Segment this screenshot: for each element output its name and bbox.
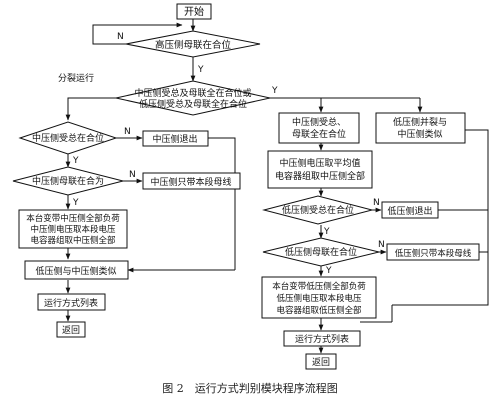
process-mv-full-load: 本台变带中压侧全部负荷 中压侧电压取本段电压 电容器组取中压侧全部: [18, 209, 128, 249]
end-terminal-left: 返回: [56, 321, 86, 338]
start-label: 开始: [184, 5, 204, 18]
decision-mv-bus-tie: 中压侧母联在合为: [12, 166, 124, 196]
run-mode-table-right-label: 运行方式列表: [295, 333, 349, 345]
connector-lines: [65, 19, 489, 354]
process-mv-both-closed: 中压侧受总、 母联全在合位: [278, 112, 360, 144]
mv-both-closed-line1: 中压侧受总、: [292, 116, 346, 128]
decision-mid-low-closed: 中压侧受总及母联全在合位或 低压侧受总及母联全在合位: [115, 80, 271, 116]
process-lv-full-load: 本台变带低压侧全部负荷 低压侧电压取本段电压 电容器组取低压侧全部: [261, 276, 377, 319]
process-lv-local-bus-label: 低压侧只带本段母线: [395, 248, 472, 259]
decision-lv-incomer-label: 低压侧受总在合位: [282, 204, 354, 216]
process-lv-exit-label: 低压侧退出: [387, 205, 432, 217]
process-lv-parallel: 低压侧并裂与 中压侧类似: [375, 112, 466, 144]
process-mv-full-load-line1: 本台变带中压侧全部负荷: [26, 213, 120, 224]
process-mv-full-load-line2: 中压侧电压取本段电压: [30, 224, 116, 235]
lv-bus-tie-no-label: N: [378, 240, 385, 250]
lv-incomer-no-label: N: [373, 198, 380, 208]
process-mv-exit-label: 中压侧退出: [152, 133, 197, 145]
split-run-label: 分裂运行: [58, 72, 94, 84]
decision-mv-incomer-label: 中压侧受总在合位: [32, 132, 104, 144]
decision-hv-bus-tie-label: 高压侧母联在合位: [155, 39, 232, 51]
process-run-mode-table-left: 运行方式列表: [37, 293, 106, 311]
process-lv-local-bus: 低压侧只带本段母线: [386, 243, 480, 261]
figure-caption: 图 2 运行方式判别模块程序流程图: [162, 382, 338, 395]
decision-mid-low-line2: 低压侧受总及母联全在合位: [139, 98, 247, 110]
process-mv-full-load-line3: 电容器组取中压侧全部: [30, 235, 116, 246]
lv-parallel-line1: 低压侧并裂与: [393, 116, 447, 128]
mv-bus-tie-no-label: N: [129, 170, 136, 180]
end-left-label: 返回: [62, 324, 80, 336]
mv-incomer-no-label: N: [124, 127, 131, 137]
decision-hv-bus-tie: 高压侧母联在合位: [125, 30, 261, 58]
lv-bus-tie-yes-label: Y: [325, 266, 332, 276]
mv-average-line1: 中压侧电压取平均值: [279, 157, 360, 169]
process-lv-exit: 低压侧退出: [381, 201, 439, 219]
hv-bus-tie-yes-label: Y: [197, 65, 204, 75]
hv-bus-tie-no-label: N: [117, 32, 124, 42]
process-mv-exit: 中压侧退出: [142, 130, 209, 147]
end-terminal-right: 返回: [305, 353, 337, 370]
process-lv-similar: 低压侧与中压侧类似: [24, 260, 129, 280]
decision-mid-low-line1: 中压侧受总及母联全在合位或: [134, 87, 251, 99]
mv-bus-tie-yes-label: Y: [72, 198, 79, 208]
decision-lv-bus-tie: 低压侧母联在合位: [262, 237, 380, 267]
start-terminal: 开始: [176, 3, 212, 20]
end-right-label: 返回: [312, 356, 330, 368]
lv-incomer-yes-label: Y: [323, 227, 330, 237]
process-mv-average: 中压侧电压取平均值 电容器组取中压侧全部: [267, 150, 373, 189]
run-mode-table-left-label: 运行方式列表: [44, 297, 98, 309]
process-lv-full-load-line1: 本台变带低压侧全部负荷: [272, 281, 366, 292]
process-mv-local-bus: 中压侧只带本段母线: [142, 172, 241, 190]
decision-lv-bus-tie-label: 低压侧母联在合位: [285, 246, 357, 258]
process-run-mode-table-right: 运行方式列表: [283, 330, 361, 347]
process-mv-local-bus-label: 中压侧只带本段母线: [150, 176, 231, 188]
mid-low-yes-label: Y: [271, 86, 278, 96]
mv-average-line2: 电容器组取中压侧全部: [275, 170, 365, 182]
decision-lv-incomer: 低压侧受总在合位: [262, 195, 374, 225]
mv-both-closed-line2: 母联全在合位: [292, 128, 346, 140]
process-lv-full-load-line2: 低压侧电压取本段电压: [276, 293, 362, 304]
lv-parallel-line2: 中压侧类似: [397, 128, 442, 140]
decision-mv-incomer: 中压侧受总在合位: [18, 121, 118, 155]
process-lv-full-load-line3: 电容器组取低压侧全部: [276, 305, 362, 316]
process-lv-similar-label: 低压侧与中压侧类似: [35, 265, 116, 277]
mv-incomer-yes-label: Y: [72, 156, 79, 166]
decision-mv-bus-tie-label: 中压侧母联在合为: [32, 175, 104, 187]
